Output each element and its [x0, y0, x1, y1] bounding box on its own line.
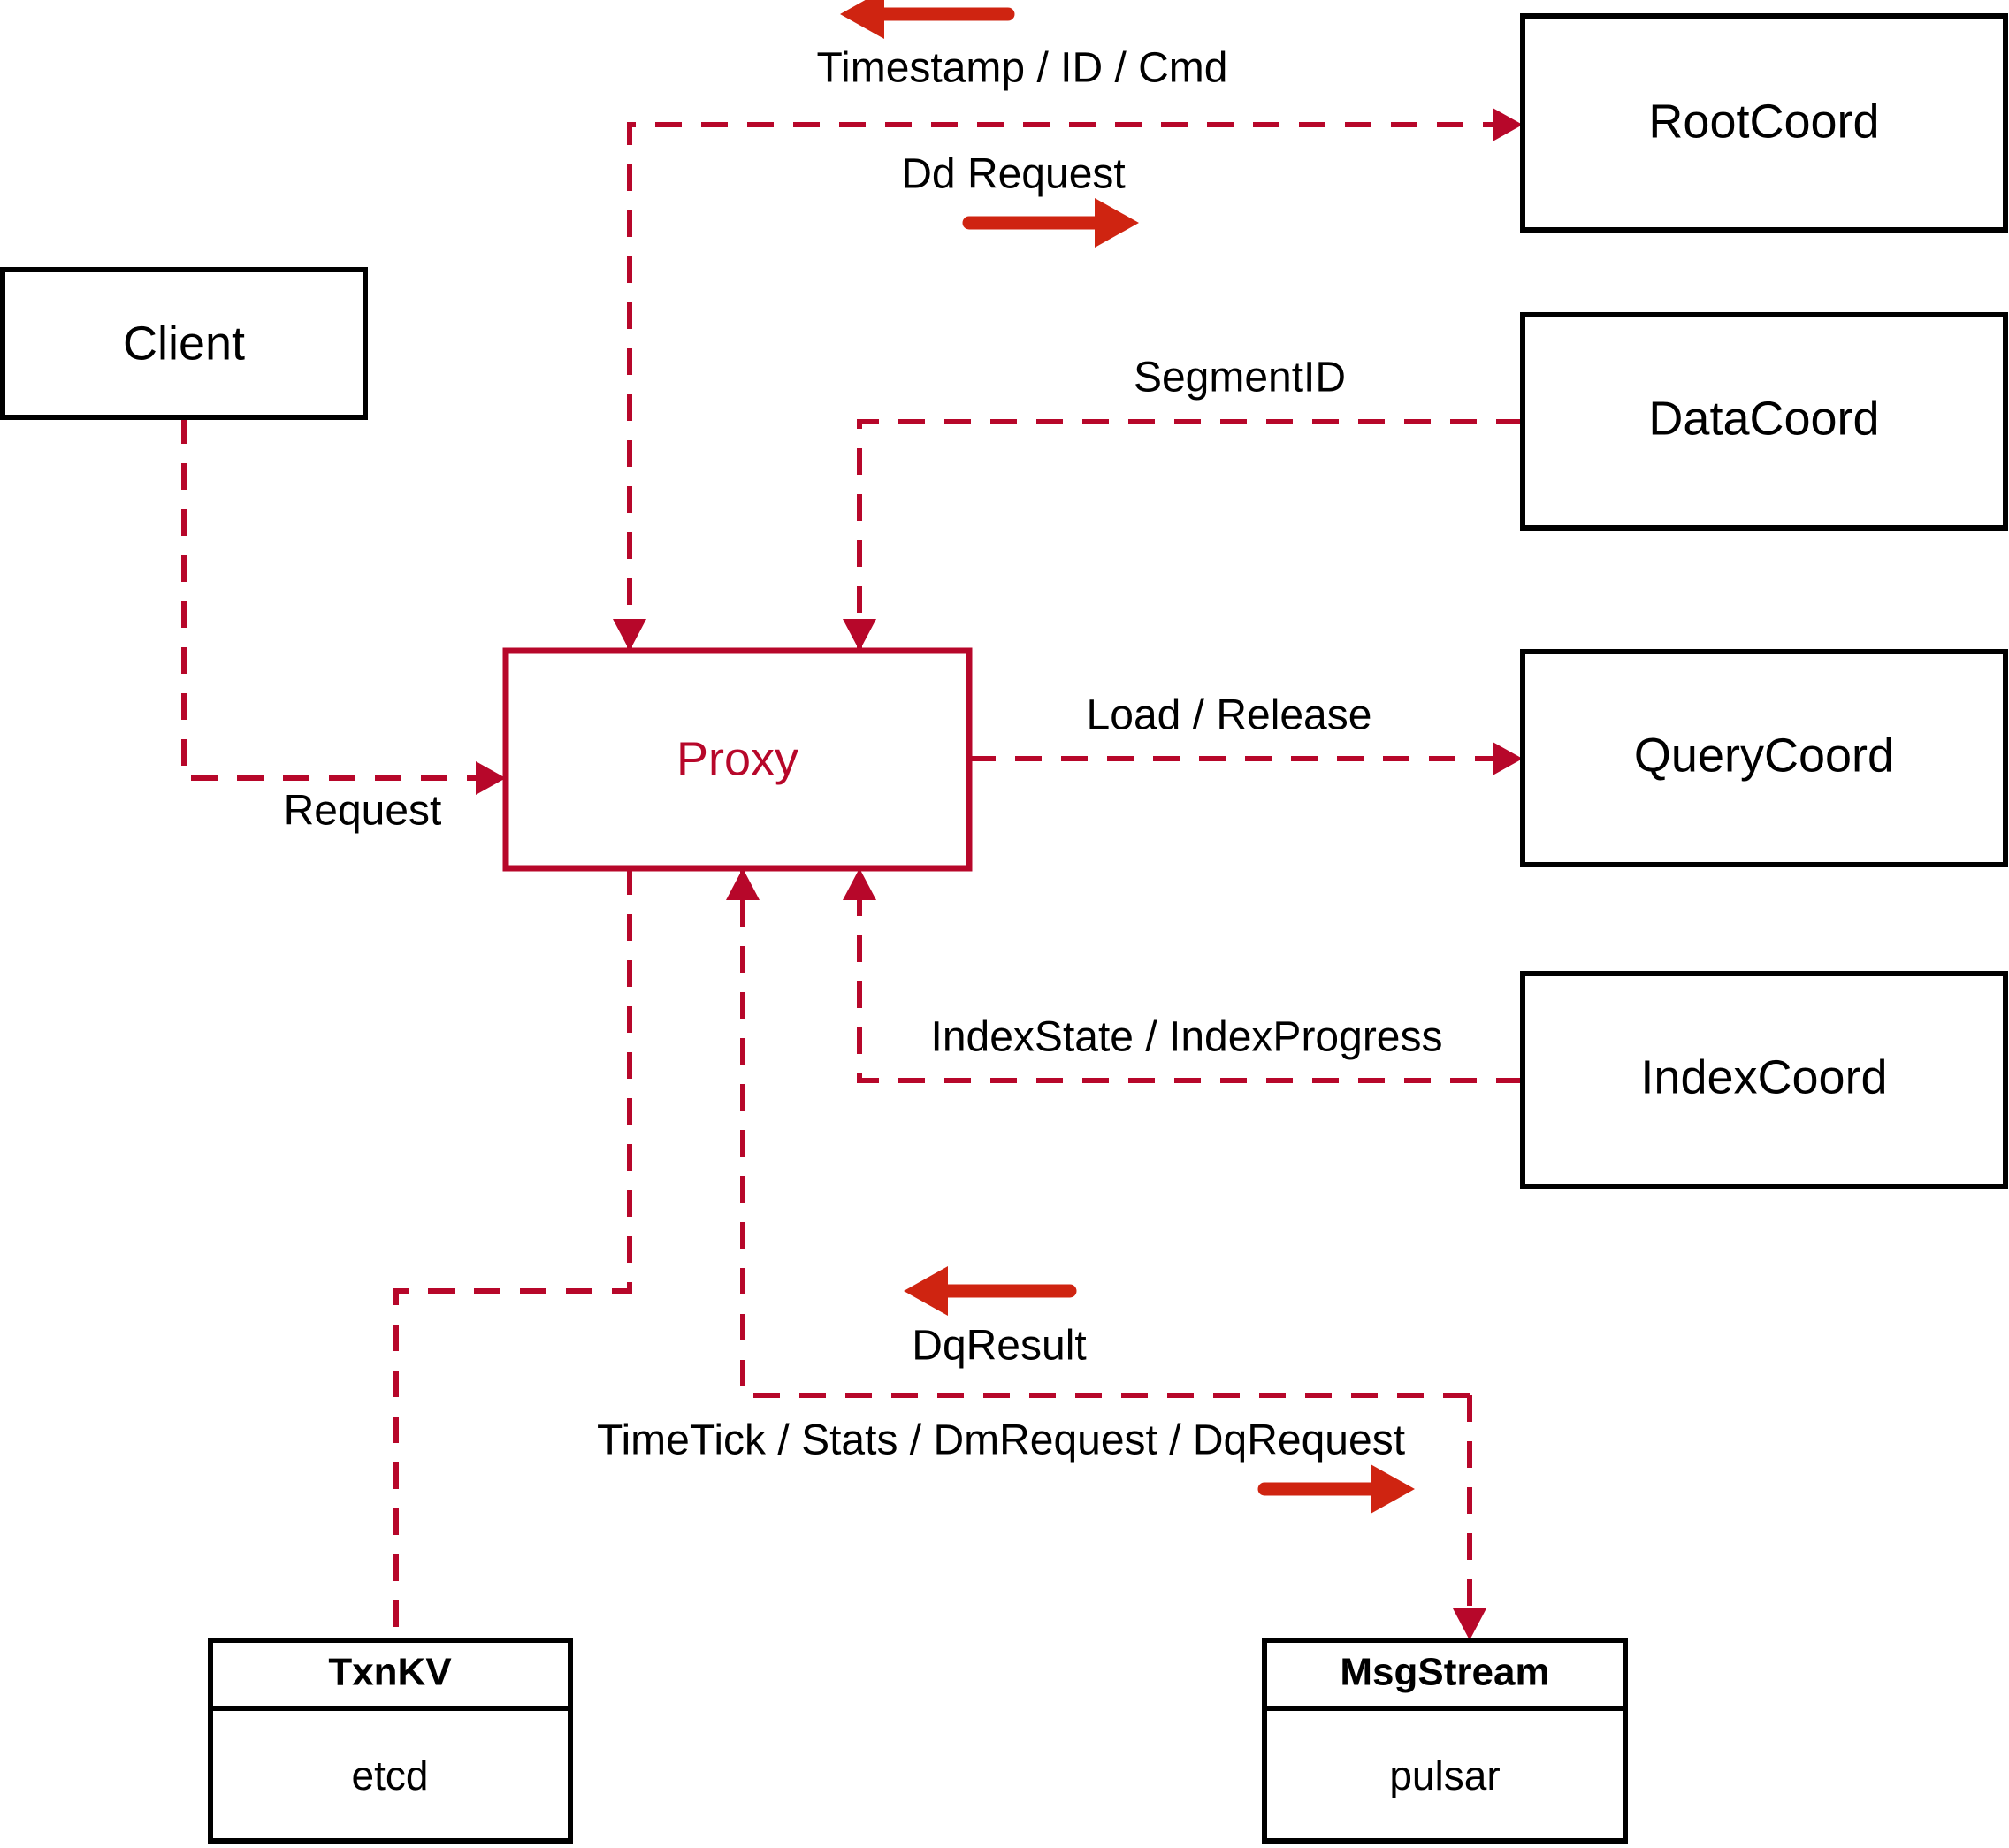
edge-label-request: Request	[284, 788, 442, 835]
edge-label-timetick-stats: TimeTick / Stats / DmRequest / DqRequest	[597, 1417, 1405, 1464]
node-proxy-label: Proxy	[676, 732, 798, 785]
edge-datacoord-to-proxy-arrowhead	[843, 619, 876, 651]
edge-msgstream-to-proxy-arrowhead	[726, 868, 760, 900]
edge-proxy-rootcoord-arrowhead	[1493, 108, 1523, 141]
edge-label-index-state-progress: IndexState / IndexProgress	[931, 1014, 1443, 1061]
edge-msgstream-to-proxy	[740, 868, 1470, 1398]
edge-indexcoord-to-proxy-arrowhead	[843, 868, 876, 900]
direction-arrow-timetick	[1257, 1464, 1415, 1514]
node-datacoord[interactable]: DataCoord	[1520, 312, 2008, 531]
node-proxy[interactable]: Proxy	[502, 647, 973, 872]
edge-datacoord-to-proxy	[857, 419, 1523, 651]
node-txnkv-impl: etcd	[352, 1753, 429, 1798]
edge-label-timestamp-id-cmd: Timestamp / ID / Cmd	[817, 45, 1228, 92]
node-rootcoord-label: RootCoord	[1648, 95, 1879, 148]
edge-proxy-to-querycoord-arrowhead	[1493, 742, 1523, 775]
node-querycoord[interactable]: QueryCoord	[1520, 649, 2008, 867]
node-indexcoord-label: IndexCoord	[1640, 1050, 1887, 1103]
node-datacoord-label: DataCoord	[1648, 392, 1879, 445]
edge-label-segment-id: SegmentID	[1134, 355, 1346, 401]
direction-arrow-timestamp	[840, 0, 1015, 39]
edge-proxy-to-txnkv	[393, 868, 632, 1640]
node-msgstream-label: MsgStream	[1340, 1651, 1549, 1694]
node-msgstream-impl: pulsar	[1389, 1753, 1500, 1798]
edge-client-to-proxy-arrowhead	[476, 761, 506, 795]
edge-rootcoord-proxy-down-arrowhead	[613, 619, 646, 651]
edge-proxy-rootcoord-line	[627, 122, 1505, 651]
node-txnkv[interactable]: TxnKV etcd	[208, 1638, 573, 1844]
node-client[interactable]: Client	[0, 267, 368, 420]
node-rootcoord[interactable]: RootCoord	[1520, 13, 2008, 233]
node-querycoord-label: QueryCoord	[1634, 729, 1894, 782]
edge-label-load-release: Load / Release	[1087, 692, 1372, 739]
edge-client-to-proxy	[181, 417, 488, 781]
edge-indexcoord-to-proxy	[857, 868, 1523, 1083]
node-indexcoord[interactable]: IndexCoord	[1520, 971, 2008, 1189]
edge-label-dq-result: DqResult	[912, 1323, 1086, 1370]
node-msgstream[interactable]: MsgStream pulsar	[1262, 1638, 1628, 1844]
edge-proxy-to-msgstream-arrowhead	[1453, 1608, 1486, 1640]
direction-arrow-dd-request	[962, 198, 1139, 248]
node-client-label: Client	[123, 317, 245, 370]
node-txnkv-label: TxnKV	[328, 1651, 452, 1694]
edge-label-dd-request: Dd Request	[901, 151, 1125, 198]
direction-arrow-dqresult	[904, 1266, 1077, 1316]
